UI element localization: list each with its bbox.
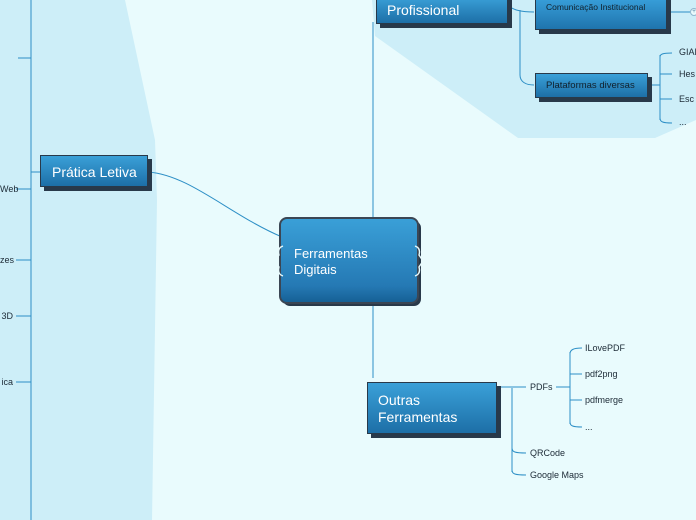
node-outras-ferramentas[interactable]: Outras Ferramentas [367,382,497,434]
pdfs-item-4[interactable]: ... [585,422,593,432]
plataformas-item-4[interactable]: ... [679,117,687,127]
link-outras-qrcode [511,447,527,454]
node-plataformas[interactable]: Plataformas diversas [535,73,648,98]
pratica-item-zes[interactable]: zes [0,255,15,265]
node-google-maps[interactable]: Google Maps [530,470,584,480]
node-pdfs[interactable]: PDFs [530,382,553,392]
central-brace-right [414,245,424,277]
link-profissional-comunicacao [507,5,535,13]
node-qrcode[interactable]: QRCode [530,448,566,458]
collapse-comunicacao-icon[interactable]: + [690,8,696,16]
node-comunicacao[interactable]: Comunicação Institucional [535,0,667,30]
node-plataformas-label: Plataformas diversas [546,80,635,91]
node-pratica-letiva[interactable]: Prática Letiva [40,155,148,187]
link-outras-maps [511,469,527,476]
plataformas-item-1[interactable]: GIAE [679,47,696,57]
pratica-item-3d[interactable]: 3D [1,311,13,321]
pratica-item-ica[interactable]: ica [1,377,13,387]
central-node[interactable] [279,217,419,304]
node-pratica-letiva-label: Prática Letiva [52,164,137,180]
plataformas-item-3[interactable]: Esc [679,94,695,104]
node-outras-ferramentas-label: Outras Ferramentas [378,392,458,425]
node-comunicacao-label: Comunicação Institucional [546,2,646,12]
plataformas-tick-1 [659,52,673,58]
central-topic-label: Ferramentas Digitais [294,246,368,277]
pratica-region [0,0,157,520]
pratica-item-web[interactable]: Web [0,184,19,194]
pdfs-item-3[interactable]: pdfmerge [585,395,624,405]
node-profissional[interactable]: Profissional [376,0,508,24]
profissional-region [372,0,696,138]
pdfs-tick-1 [569,347,583,355]
node-profissional-label: Profissional [387,2,460,18]
link-central-pratica [147,171,283,238]
plataformas-tick-4 [659,117,673,124]
central-brace-left [274,245,284,277]
plataformas-item-2[interactable]: Hes [679,69,696,79]
pdfs-item-1[interactable]: ILovePDF [585,343,626,353]
pdfs-tick-4 [569,421,583,428]
link-profissional-plataformas [519,10,535,86]
pdfs-item-2[interactable]: pdf2png [585,369,618,379]
